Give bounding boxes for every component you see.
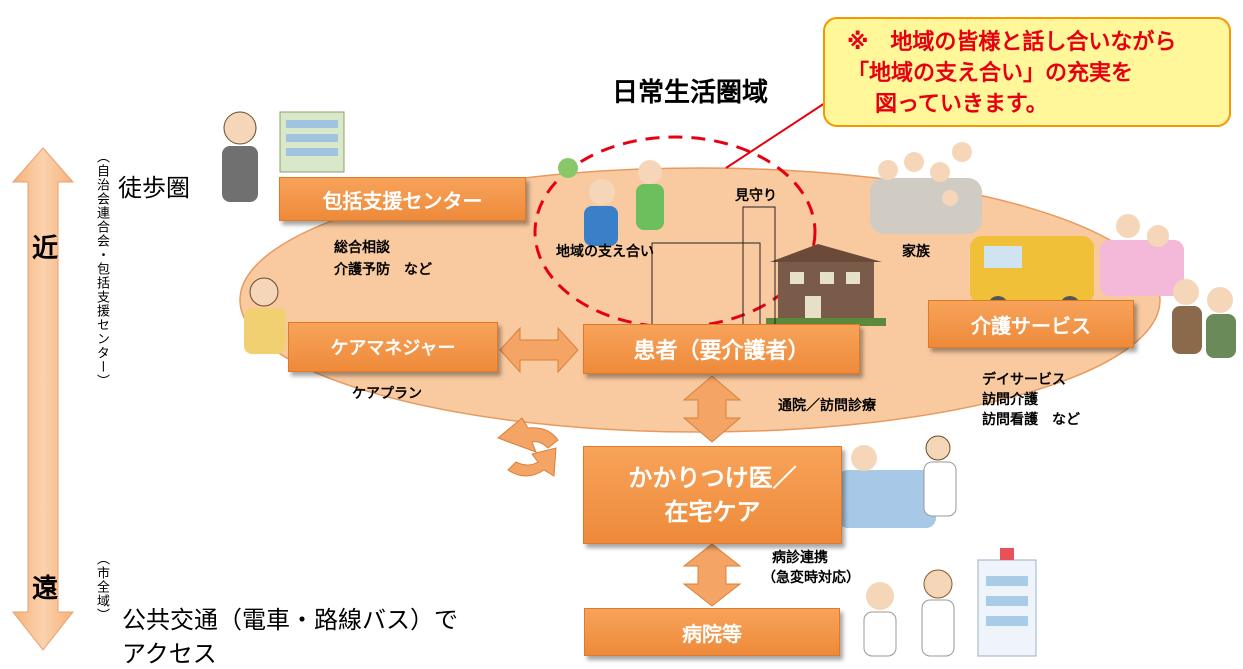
care-manager-illustration [244, 277, 286, 354]
hospital-box: 病院等 [584, 608, 840, 656]
comprehensive-support-center-label: 包括支援センター [322, 188, 483, 213]
family-note: 家族 [902, 244, 930, 260]
patient-label: 患者（要介護者） [633, 339, 810, 364]
volunteers-illustration [558, 158, 664, 246]
policy-callout: ※ 地域の皆様と話し合いながら 「地域の支え合い」の充実を 図っていきます。 [823, 17, 1231, 127]
callout-line-1: ※ 地域の皆様と話し合いながら [847, 30, 1177, 55]
kakaritsuke-label-1: かかりつけ医／ [628, 464, 797, 492]
care-service-note-1: デイサービス [982, 372, 1066, 388]
circular-arrow-top [497, 417, 559, 453]
hospital-clinic-cooperation-note-2: （急変時対応） [762, 570, 860, 586]
callout-line-3: 図っていきます。 [875, 92, 1048, 117]
care-service-box: 介護サービス [928, 300, 1134, 348]
community-support-note: 地域の支え合い [556, 244, 654, 260]
center-note-1: 総合相談 [334, 240, 390, 256]
care-service-note-2: 訪問介護 [982, 392, 1038, 408]
house-illustration [766, 244, 886, 326]
center-building-illustration [279, 111, 345, 173]
near-far-arrow [11, 147, 75, 651]
public-transit-label-1: 公共交通（電車・路線バス）で [122, 606, 458, 634]
comprehensive-support-center-box: 包括支援センター [279, 177, 526, 221]
hospital-label: 病院等 [682, 621, 742, 646]
family-illustration [870, 142, 982, 234]
care-service-label: 介護サービス [971, 313, 1091, 338]
watching-note: 見守り [735, 188, 777, 204]
far-scope-note: （市全域） [94, 552, 109, 622]
area-title: 日常生活圏域 [612, 78, 769, 108]
staff-person-illustration [222, 111, 258, 202]
circular-arrow-bottom [507, 447, 557, 477]
care-plan-note: ケアプラン [352, 386, 422, 402]
public-transit-label-2: アクセス [122, 640, 217, 668]
kakaritsuke-doctor-box: かかりつけ医／ 在宅ケア [583, 446, 842, 544]
hospital-building-illustration [977, 548, 1037, 657]
hospital-clinic-cooperation-note-1: 病診連携 [772, 550, 828, 566]
kakaritsuke-label-2: 在宅ケア [664, 498, 761, 526]
care-manager-label: ケアマネジャー [330, 338, 456, 359]
bathing-care-illustration [1100, 214, 1184, 296]
callout-line-2: 「地域の支え合い」の充実を [847, 61, 1134, 86]
near-scope-note: （自治会連合会・包括支援センター） [94, 150, 109, 388]
near-label: 近 [32, 234, 59, 264]
patient-box: 患者（要介護者） [583, 324, 860, 374]
care-service-note-3: 訪問看護 など [982, 412, 1080, 428]
walking-distance-label: 徒歩圏 [118, 174, 190, 202]
center-note-2: 介護予防 など [334, 262, 432, 278]
kakaritsuke-hospital-arrow [682, 543, 742, 607]
doctors-illustration [863, 569, 955, 657]
far-label: 遠 [32, 574, 59, 604]
care-manager-patient-arrow [499, 326, 579, 374]
elderly-couple-illustration [1172, 279, 1236, 358]
patient-kakaritsuke-arrow [682, 375, 742, 443]
care-manager-box: ケアマネジャー [288, 322, 498, 372]
bedridden-patient-illustration [838, 435, 957, 528]
visit-note: 通院／訪問診療 [778, 398, 876, 414]
